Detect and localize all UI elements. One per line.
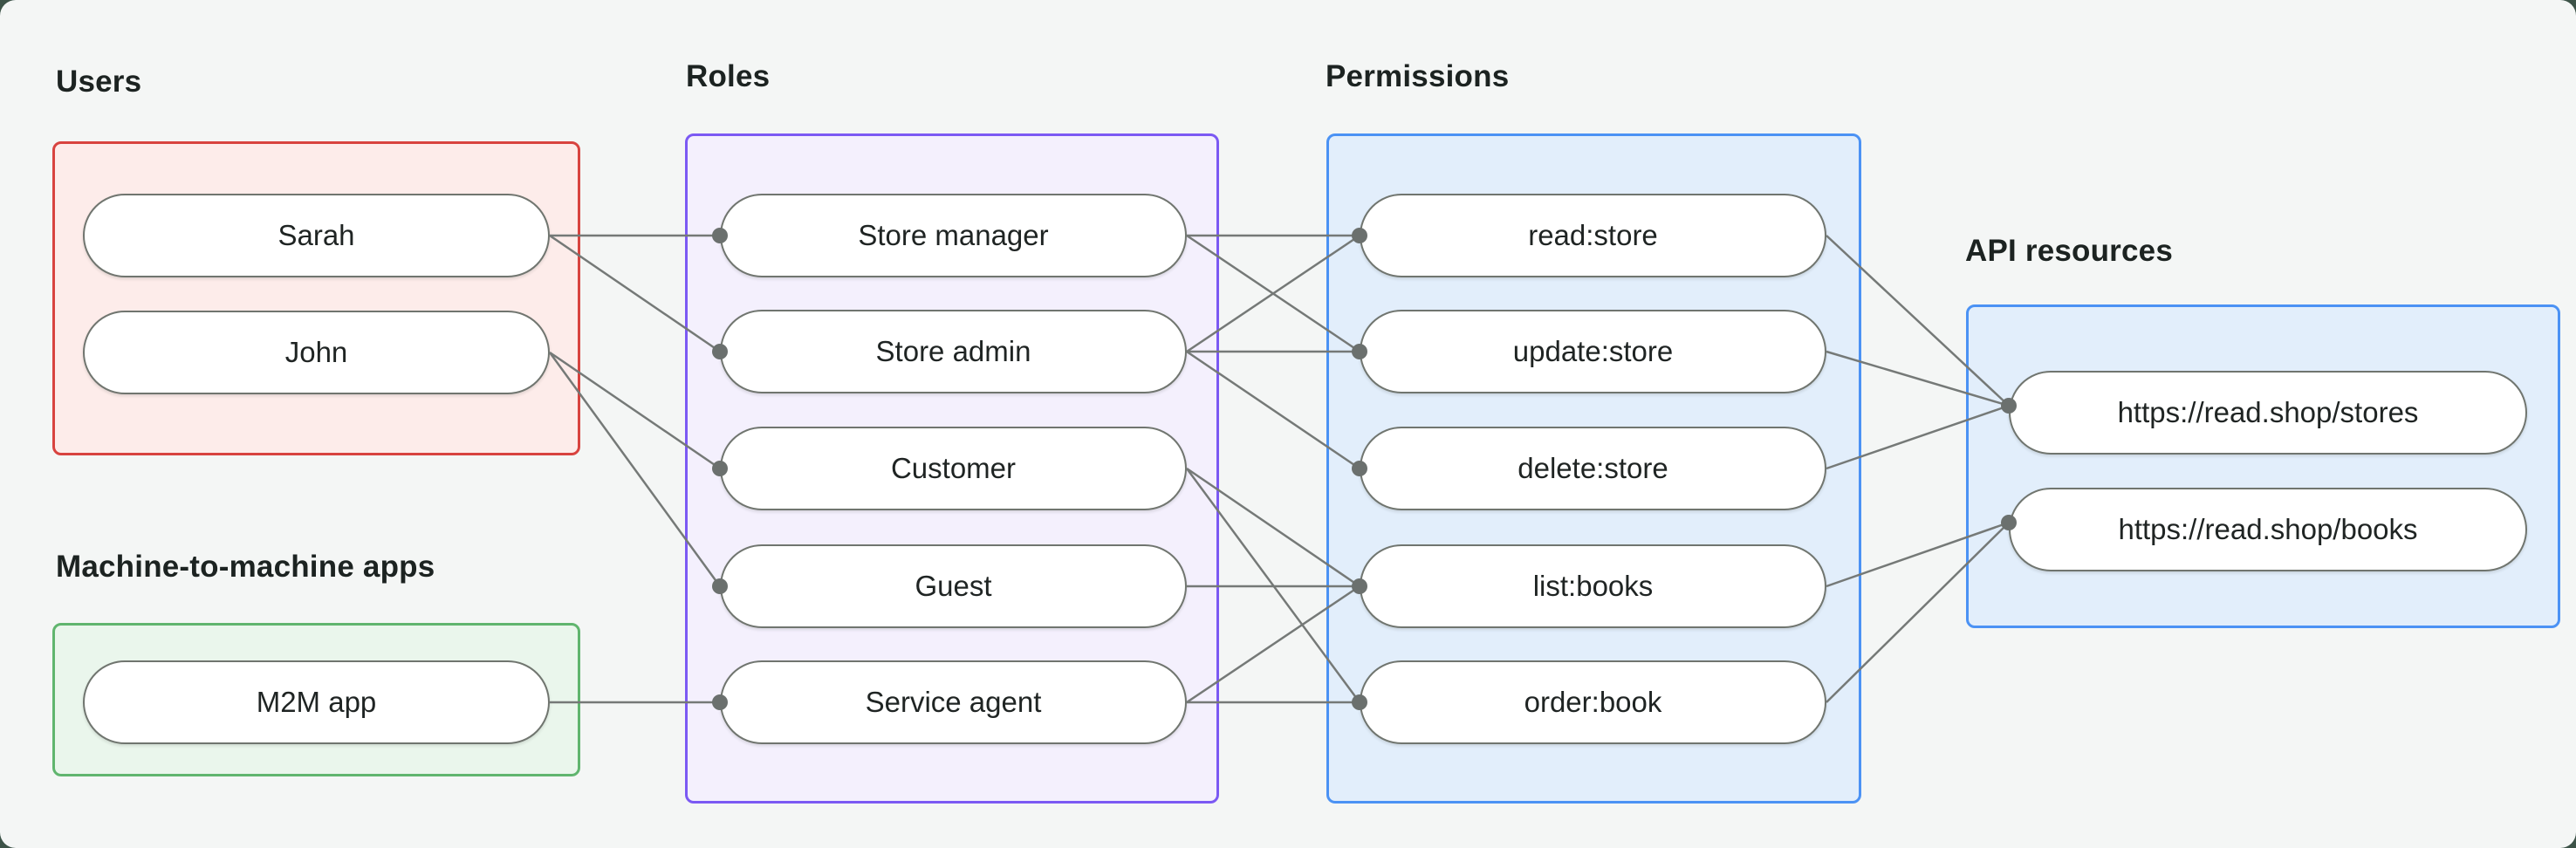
roles-group-label: Roles	[686, 59, 771, 93]
node-customer: Customer	[720, 427, 1187, 510]
node-list-books: list:books	[1360, 544, 1826, 628]
node-read-store: read:store	[1360, 194, 1826, 277]
node-store-manager: Store manager	[720, 194, 1187, 277]
node-books: https://read.shop/books	[2009, 488, 2527, 571]
node-order-book: order:book	[1360, 660, 1826, 744]
node-store-admin: Store admin	[720, 310, 1187, 393]
m2m-group-label: Machine-to-machine apps	[56, 550, 435, 584]
node-service-agent: Service agent	[720, 660, 1187, 744]
node-sarah: Sarah	[83, 194, 550, 277]
api-resources-group-box	[1966, 304, 2560, 628]
node-update-store: update:store	[1360, 310, 1826, 393]
node-delete-store: delete:store	[1360, 427, 1826, 510]
node-stores: https://read.shop/stores	[2009, 371, 2527, 455]
node-john: John	[83, 311, 550, 394]
node-m2m-app: M2M app	[83, 660, 550, 744]
node-guest: Guest	[720, 544, 1187, 628]
users-group-label: Users	[56, 65, 142, 99]
permissions-group-label: Permissions	[1326, 59, 1510, 93]
api-resources-group-label: API resources	[1965, 234, 2173, 268]
users-group-box	[52, 141, 580, 455]
